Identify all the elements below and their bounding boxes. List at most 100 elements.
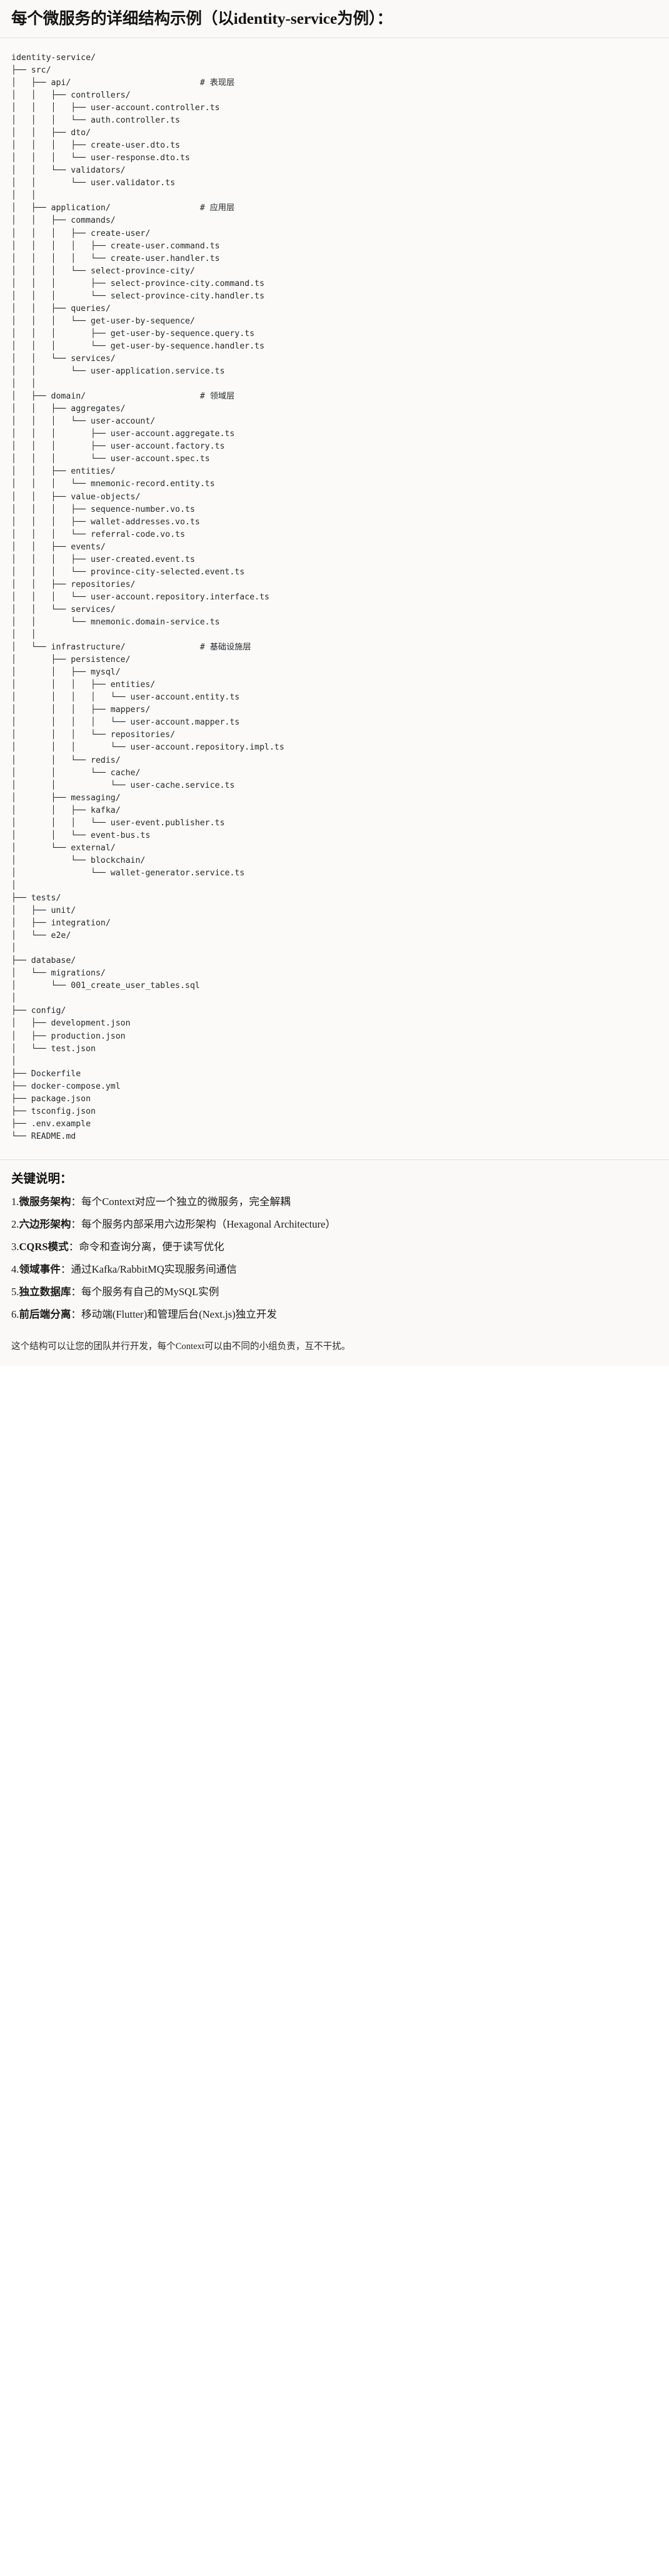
tree-line: │ └── 001_create_user_tables.sql — [11, 981, 200, 991]
tree-line: │ │ ├── queries/ — [11, 303, 111, 313]
tree-line-comment: # 应用层 — [199, 203, 235, 213]
tree-line: ├── docker-compose.yml — [11, 1081, 121, 1091]
tree-line: │ │ └── cache/ — [11, 768, 141, 778]
tree-line: │ │ │ │ └── user-account.entity.ts — [11, 693, 240, 703]
tree-line: │ │ ├── aggregates/ — [11, 404, 126, 414]
tree-line: │ │ └── user-application.service.ts — [11, 367, 225, 377]
key-note-term: 独立数据库 — [19, 1285, 71, 1298]
tree-line: │ │ │ ├── get-user-by-sequence.query.ts — [11, 328, 255, 339]
tree-line: │ ├── application/ # 应用层 — [11, 203, 235, 213]
tree-line: │ │ ├── controllers/ — [11, 91, 131, 101]
tree-line: │ │ └── services/ — [11, 604, 116, 614]
tree-line: │ └── wallet-generator.service.ts — [11, 868, 245, 878]
key-note-description: ：每个Context对应一个独立的微服务，完全解耦 — [71, 1196, 291, 1208]
tree-line: ├── config/ — [11, 1006, 66, 1016]
tree-line: │ │ │ └── user-response.dto.ts — [11, 153, 190, 163]
heading-section: 每个微服务的详细结构示例（以identity-service为例）： — [0, 0, 669, 38]
tree-line-comment: # 基础设施层 — [199, 643, 251, 653]
key-note-number: 2. — [11, 1218, 19, 1231]
key-note-term: CQRS模式 — [19, 1241, 69, 1253]
directory-tree: identity-service/├── src/│ ├── api/ # 表现… — [11, 52, 658, 1143]
tree-line: ├── .env.example — [11, 1119, 91, 1129]
key-note-number: 1. — [11, 1196, 19, 1208]
key-note-item: 3.CQRS模式：命令和查询分离，便于读写优化 — [11, 1240, 658, 1255]
tree-line: │ │ ├── entities/ — [11, 467, 116, 477]
tree-line: │ │ └── mnemonic.domain-service.ts — [11, 617, 220, 627]
key-note-item: 5.独立数据库：每个服务有自己的MySQL实例 — [11, 1285, 658, 1300]
tree-line: ├── Dockerfile — [11, 1069, 81, 1079]
tree-line: │ │ │ ├── user-account.factory.ts — [11, 442, 225, 452]
tree-line: │ │ │ ├── user-created.event.ts — [11, 554, 195, 564]
directory-tree-section: identity-service/├── src/│ ├── api/ # 表现… — [0, 38, 669, 1160]
tree-line: │ │ │ └── get-user-by-sequence.handler.t… — [11, 341, 264, 351]
tree-line: └── README.md — [11, 1131, 76, 1141]
tree-line: │ └── infrastructure/ # 基础设施层 — [11, 643, 251, 653]
tree-line: │ — [11, 1056, 16, 1066]
tree-line: │ │ ├── repositories/ — [11, 579, 136, 589]
tree-line: │ │ ├── mysql/ — [11, 668, 121, 678]
tree-line: │ │ │ │ └── user-account.mapper.ts — [11, 718, 240, 728]
tree-line: ├── tsconfig.json — [11, 1106, 96, 1116]
tree-line: │ │ └── user-cache.service.ts — [11, 780, 235, 790]
tree-line: │ │ │ ├── create-user/ — [11, 228, 151, 238]
key-note-item: 2.六边形架构：每个服务内部采用六边形架构（Hexagonal Architec… — [11, 1217, 658, 1233]
tree-line: ├── src/ — [11, 65, 51, 75]
tree-line: │ │ — [11, 191, 36, 201]
tree-line: ├── tests/ — [11, 893, 61, 904]
tree-line: │ ├── domain/ # 领域层 — [11, 392, 235, 402]
tree-line: │ │ │ ├── select-province-city.command.t… — [11, 278, 264, 288]
key-notes-section: 关键说明： 1.微服务架构：每个Context对应一个独立的微服务，完全解耦 2.… — [0, 1159, 669, 1336]
tree-line: │ │ │ └── select-province-city/ — [11, 266, 195, 276]
tree-line: │ │ ├── kafka/ — [11, 805, 121, 815]
key-note-item: 6.前后端分离：移动端(Flutter)和管理后台(Next.js)独立开发 — [11, 1307, 658, 1323]
tree-line: │ └── e2e/ — [11, 931, 71, 941]
tree-line-comment: # 领域层 — [199, 392, 235, 402]
tree-line: ├── database/ — [11, 956, 76, 966]
tree-line: │ │ │ └── user-account.repository.interf… — [11, 592, 269, 602]
tree-line: │ └── test.json — [11, 1044, 96, 1054]
key-note-term: 前后端分离 — [19, 1308, 71, 1320]
key-note-number: 6. — [11, 1308, 19, 1320]
key-note-item: 1.微服务架构：每个Context对应一个独立的微服务，完全解耦 — [11, 1194, 658, 1210]
tree-line: │ │ ├── dto/ — [11, 128, 91, 138]
tree-line: │ — [11, 994, 16, 1004]
tree-line: │ ├── development.json — [11, 1019, 131, 1029]
tree-line: │ │ └── validators/ — [11, 166, 126, 176]
tree-line: │ │ ├── commands/ — [11, 216, 116, 226]
tree-line: │ ├── production.json — [11, 1031, 126, 1041]
tree-line: │ │ — [11, 379, 36, 389]
tree-line: │ │ │ └── province-city-selected.event.t… — [11, 567, 245, 577]
tree-line: │ │ │ └── user-account/ — [11, 417, 156, 427]
tree-line: │ ├── messaging/ — [11, 793, 121, 803]
key-note-description: ：每个服务内部采用六边形架构（Hexagonal Architecture） — [71, 1218, 336, 1231]
tree-line: │ │ │ ├── sequence-number.vo.ts — [11, 504, 195, 514]
tree-line: │ │ │ └── auth.controller.ts — [11, 116, 180, 126]
key-note-item: 4.领域事件：通过Kafka/RabbitMQ实现服务间通信 — [11, 1262, 658, 1278]
tree-line: │ │ — [11, 630, 36, 640]
tree-line: │ — [11, 880, 16, 890]
tree-line: ├── package.json — [11, 1094, 91, 1104]
tree-line: │ │ │ ├── user-account.aggregate.ts — [11, 429, 235, 439]
tree-line: │ │ │ └── user-account.repository.impl.t… — [11, 743, 284, 753]
tree-line: │ │ │ ├── mappers/ — [11, 705, 151, 715]
tree-line: identity-service/ — [11, 53, 96, 63]
tree-line: │ │ │ └── get-user-by-sequence/ — [11, 316, 195, 326]
tree-line: │ │ │ ├── user-account.controller.ts — [11, 103, 220, 113]
tree-line: │ ├── unit/ — [11, 906, 76, 916]
tree-line: │ │ │ │ ├── create-user.command.ts — [11, 241, 220, 251]
tree-line: │ │ └── services/ — [11, 354, 116, 364]
tree-line: │ │ │ └── user-account.spec.ts — [11, 454, 210, 464]
key-note-number: 5. — [11, 1285, 19, 1298]
tree-line: │ │ └── redis/ — [11, 755, 121, 765]
key-note-description: ：移动端(Flutter)和管理后台(Next.js)独立开发 — [71, 1308, 277, 1320]
key-note-number: 3. — [11, 1241, 19, 1253]
page-title: 每个微服务的详细结构示例（以identity-service为例）： — [11, 9, 393, 28]
footer-section: 这个结构可以让您的团队并行开发，每个Context可以由不同的小组负责，互不干扰… — [0, 1335, 669, 1367]
tree-line: │ └── external/ — [11, 843, 116, 853]
tree-line: │ — [11, 944, 16, 954]
tree-line: │ │ │ ├── wallet-addresses.vo.ts — [11, 517, 200, 527]
footer-note: 这个结构可以让您的团队并行开发，每个Context可以由不同的小组负责，互不干扰… — [11, 1341, 351, 1352]
tree-line: │ │ └── event-bus.ts — [11, 830, 151, 840]
tree-line: │ └── migrations/ — [11, 969, 106, 979]
key-notes-title: 关键说明： — [11, 1172, 73, 1186]
